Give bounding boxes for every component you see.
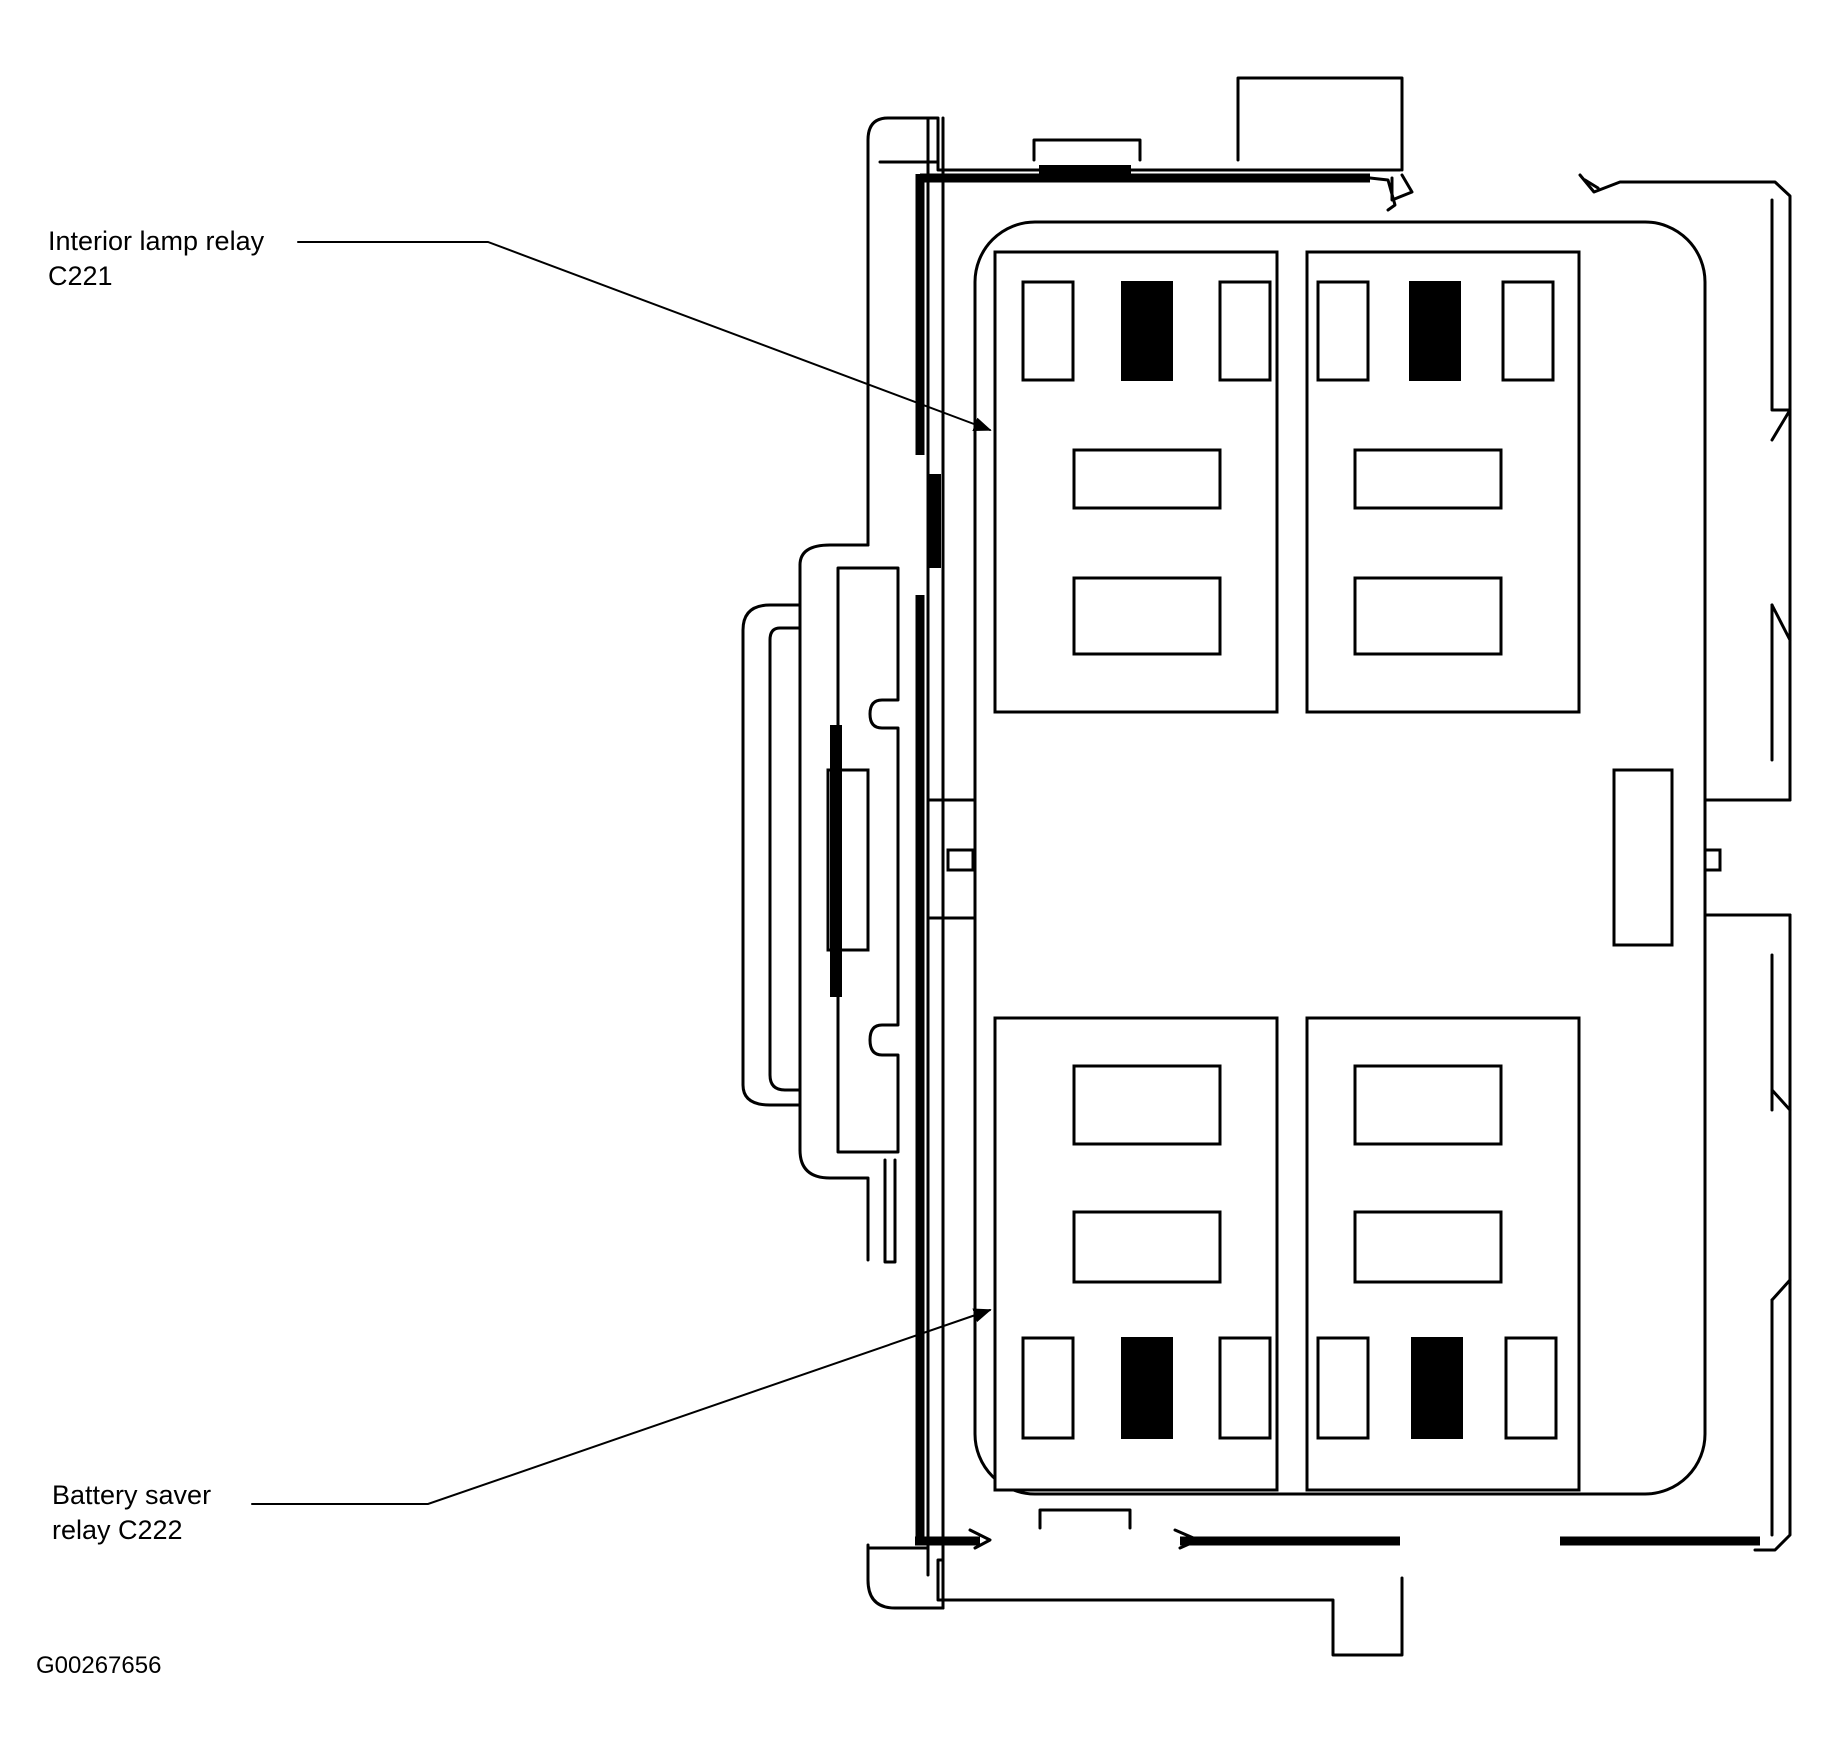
callout-interior-lamp-relay: Interior lamp relay C221 [48,224,264,294]
leader-battery-saver-relay [251,1308,992,1505]
callout-battery-saver-line1: Battery saver [52,1480,212,1510]
callout-battery-saver-line2: relay C222 [52,1515,183,1545]
key-slot [1612,768,1674,947]
inner-frame [915,165,1760,1546]
relay-socket-top-right [1305,250,1581,714]
callout-battery-saver-relay: Battery saver relay C222 [52,1478,211,1548]
figure-id: G00267656 [36,1652,162,1679]
housing-outline [866,76,1792,1657]
leader-interior-lamp-relay [297,241,992,432]
mid-connector-tab [926,798,977,920]
relay-socket-c221 [993,250,1279,714]
side-latch [741,543,900,1264]
callout-interior-lamp-line1: Interior lamp relay [48,226,265,256]
callout-interior-lamp-line2: C221 [48,261,113,291]
relay-socket-c222 [993,1016,1279,1492]
relay-socket-bottom-right [1305,1016,1581,1492]
